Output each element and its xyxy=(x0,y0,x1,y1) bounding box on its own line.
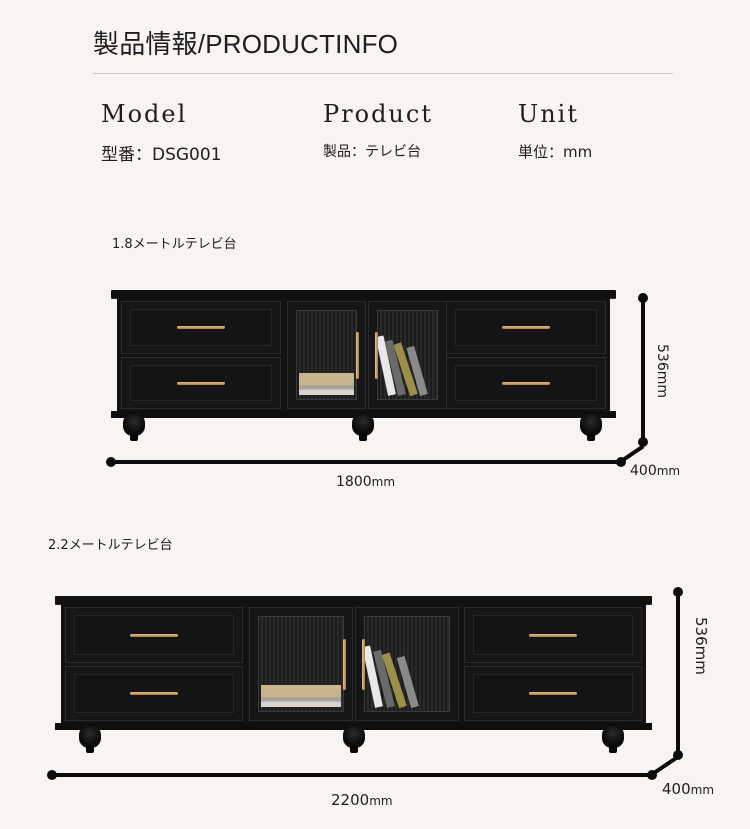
variant-label-1800: 1.8メートルテレビ台 xyxy=(112,237,237,252)
title-divider xyxy=(93,73,673,74)
depth-label-1800: 400mm xyxy=(630,463,681,479)
height-label-2200: 536mm xyxy=(692,617,710,675)
drawer-handle xyxy=(177,326,225,330)
tv-stand-2200-image xyxy=(55,596,652,753)
spec-value-model: 型番：DSG001 xyxy=(101,145,222,165)
page-title: 製品情報/PRODUCTINFO xyxy=(93,29,399,59)
spec-heading-product: Product xyxy=(323,100,433,128)
spec-value-product: 製品：テレビ台 xyxy=(323,144,421,160)
spec-heading-unit: Unit xyxy=(518,100,580,128)
spec-value-unit: 単位：mm xyxy=(518,143,593,161)
tv-stand-1800-image xyxy=(111,290,616,441)
drawer-handle xyxy=(529,692,577,696)
spec-heading-model: Model xyxy=(101,100,188,128)
width-label-2200: 2200mm xyxy=(331,791,393,809)
width-label-1800: 1800mm xyxy=(336,474,396,490)
height-label-1800: 536mm xyxy=(654,344,670,398)
drawer-handle xyxy=(130,633,178,637)
drawer-handle xyxy=(502,381,550,385)
variant-label-2200: 2.2メートルテレビ台 xyxy=(48,538,173,553)
drawer-handle xyxy=(177,381,225,385)
depth-label-2200: 400mm xyxy=(662,780,715,798)
drawer-handle xyxy=(502,326,550,330)
drawer-handle xyxy=(130,692,178,696)
drawer-handle xyxy=(529,633,577,637)
